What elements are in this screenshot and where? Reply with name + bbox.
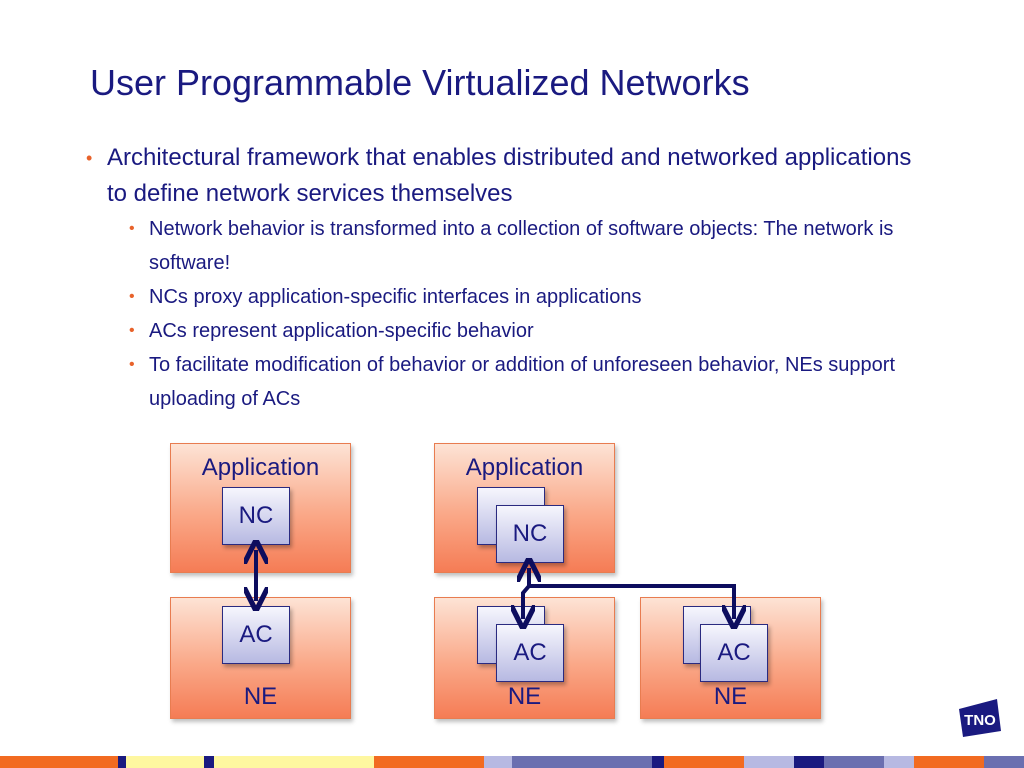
sub-bullet-item: • Network behavior is transformed into a… xyxy=(129,212,926,280)
tno-logo: TNO xyxy=(955,695,1005,740)
sub-bullet-item: • NCs proxy application-specific interfa… xyxy=(129,280,926,314)
slide-title: User Programmable Virtualized Networks xyxy=(90,62,750,103)
sub-bullet-item: • ACs represent application-specific beh… xyxy=(129,314,926,348)
application-label: Application xyxy=(201,454,320,481)
logo-text: TNO xyxy=(964,712,996,729)
sub-bullet-text: Network behavior is transformed into a c… xyxy=(149,218,894,274)
bullet-marker: • xyxy=(129,356,135,373)
sub-bullet-text: ACs represent application-specific behav… xyxy=(149,320,534,342)
nc-object: NC xyxy=(222,487,290,545)
bullet-marker: • xyxy=(86,148,93,168)
sub-bullet-text: To facilitate modification of behavior o… xyxy=(149,354,895,410)
sub-bullet-text: NCs proxy application-specific interface… xyxy=(149,286,642,308)
footer-stripe xyxy=(0,756,1024,768)
bullet-item: • Architectural framework that enables d… xyxy=(86,140,926,212)
bullet-marker: • xyxy=(129,322,135,339)
nc-ac-arrow-right-1 xyxy=(523,584,529,619)
ac-object: AC xyxy=(496,624,564,682)
application-label: Application xyxy=(465,454,584,481)
nc-object: NC xyxy=(496,505,564,563)
bullet-text: Architectural framework that enables dis… xyxy=(107,144,912,207)
ac-object: AC xyxy=(222,606,290,664)
ne-label: NE xyxy=(243,683,278,710)
ne-label: NE xyxy=(507,683,542,710)
ne-label: NE xyxy=(713,683,748,710)
bullet-marker: • xyxy=(129,288,135,305)
sub-bullet-item: • To facilitate modification of behavior… xyxy=(129,348,926,416)
bullet-list: • Architectural framework that enables d… xyxy=(86,140,926,416)
nc-ac-arrow-right-2 xyxy=(529,568,734,619)
bullet-marker: • xyxy=(129,220,135,237)
